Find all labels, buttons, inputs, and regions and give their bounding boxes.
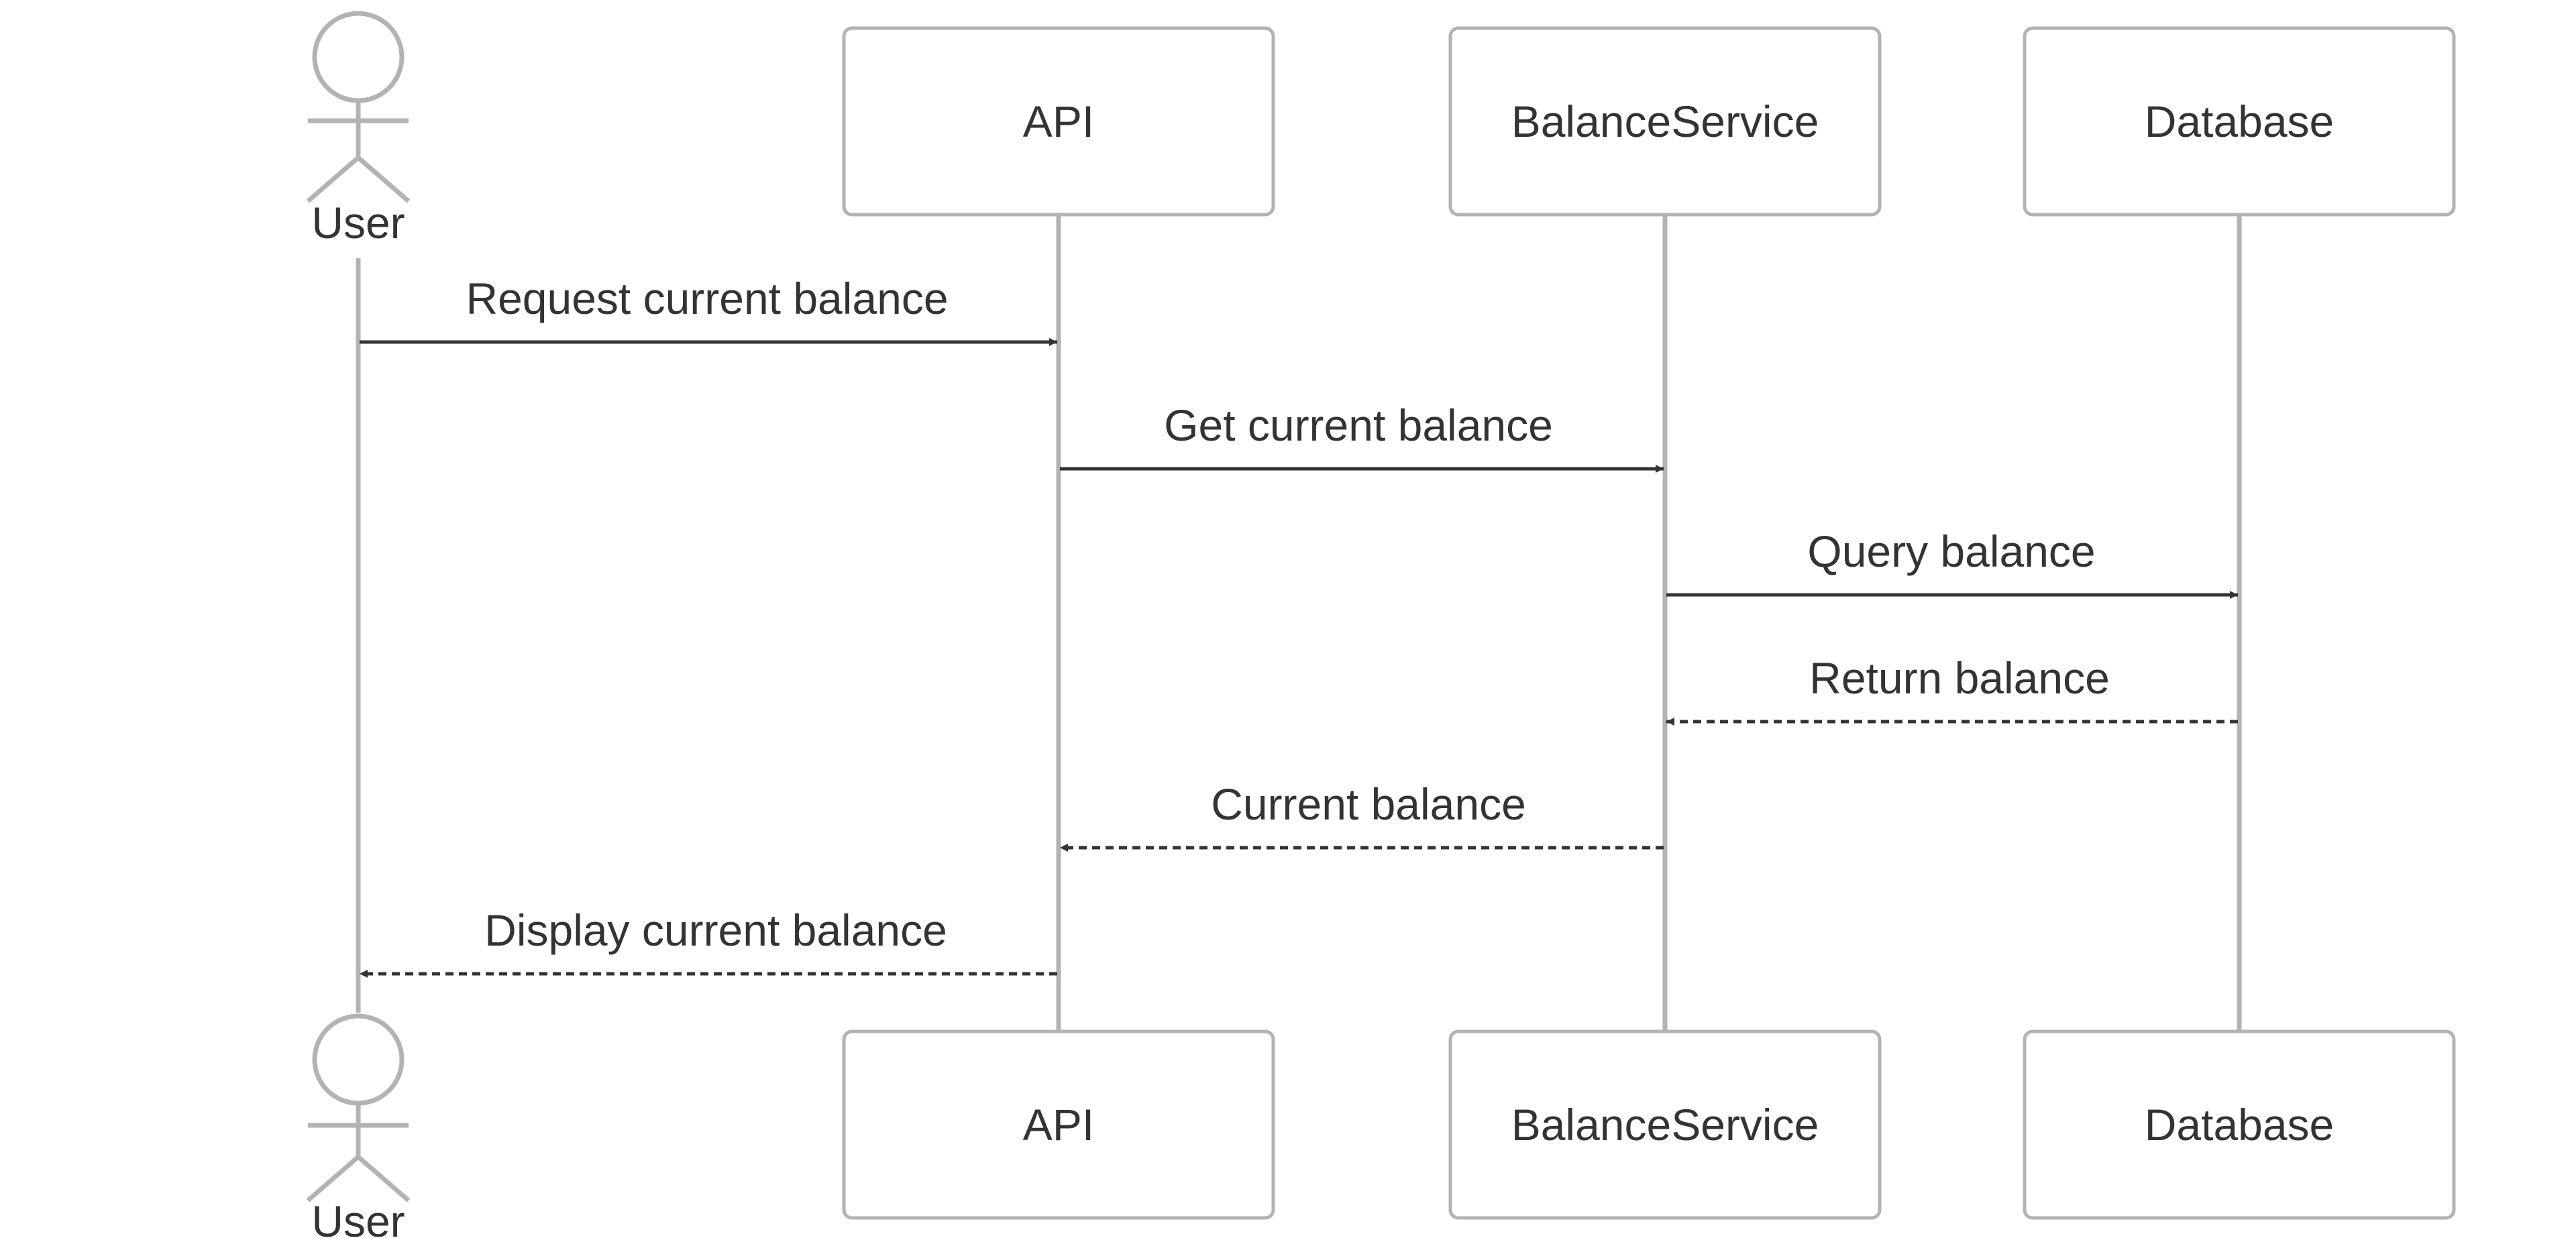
participant-label: BalanceService	[1511, 1100, 1819, 1149]
message-get-current-balance: Get current balance	[1060, 400, 1664, 473]
participant-label: API	[1023, 1100, 1094, 1149]
message-label: Return balance	[1809, 653, 2110, 703]
message-display-current-balance: Display current balance	[360, 905, 1057, 978]
participant-label: API	[1023, 97, 1094, 146]
actor-label: User	[311, 1196, 405, 1238]
message-label: Display current balance	[484, 905, 947, 955]
participant-api-bottom: API	[842, 1029, 1275, 1220]
participant-balanceservice-top: BalanceService	[1448, 26, 1882, 217]
actor-user-bottom: User	[306, 1013, 411, 1238]
message-label: Query balance	[1807, 526, 2095, 576]
participant-label: BalanceService	[1511, 97, 1819, 146]
participant-database-top: Database	[2023, 26, 2456, 217]
message-request-current-balance: Request current balance	[360, 274, 1057, 346]
participant-balanceservice-bottom: BalanceService	[1448, 1029, 1882, 1220]
participant-label: Database	[2145, 97, 2334, 146]
actor-user-top: User	[306, 11, 411, 247]
message-label: Get current balance	[1164, 400, 1553, 450]
participant-database-bottom: Database	[2023, 1029, 2456, 1220]
message-current-balance: Current balance	[1060, 779, 1664, 852]
message-label: Current balance	[1211, 779, 1526, 829]
message-label: Request current balance	[466, 274, 948, 323]
actor-label: User	[311, 198, 405, 247]
participant-label: Database	[2145, 1100, 2334, 1149]
participant-api-top: API	[842, 26, 1275, 217]
message-return-balance: Return balance	[1666, 653, 2238, 726]
message-query-balance: Query balance	[1666, 526, 2238, 599]
